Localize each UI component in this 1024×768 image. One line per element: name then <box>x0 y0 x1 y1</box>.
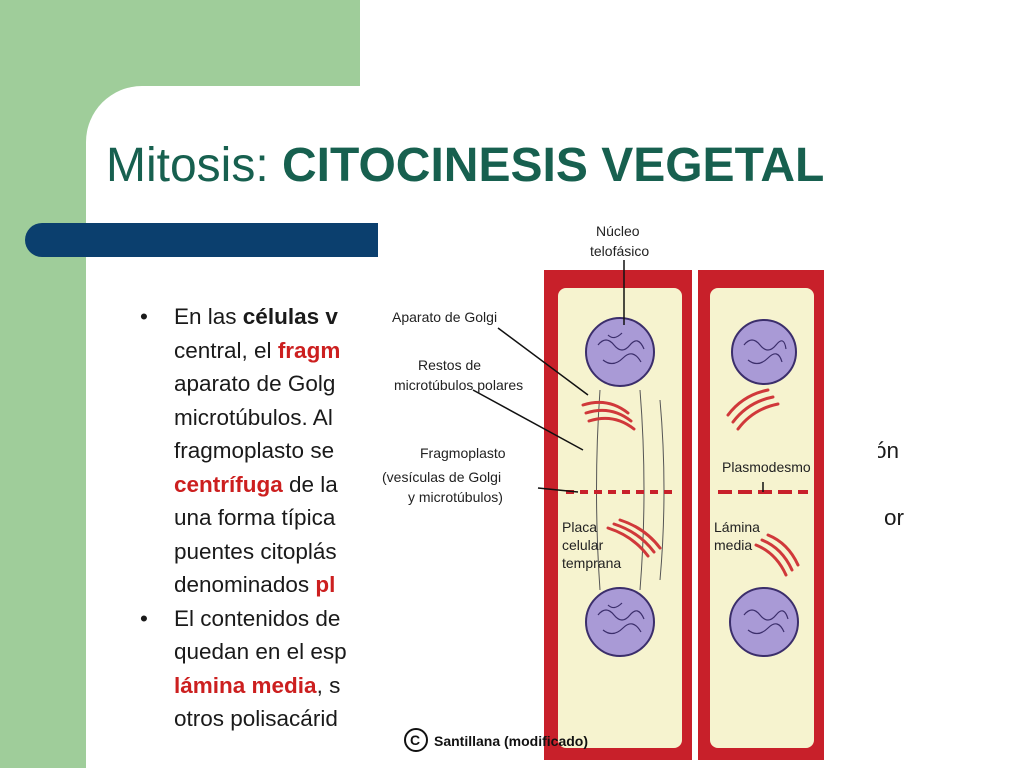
golgi-bottom-left <box>606 518 662 558</box>
bullet-line: una forma típica or <box>174 501 904 535</box>
label-telofasico: telofásico <box>590 243 649 259</box>
bullet-line: otros polisacárid <box>174 702 880 736</box>
text-run: denominados <box>174 572 316 597</box>
copyright-icon <box>404 728 428 752</box>
label-nucleo: Núcleo <box>596 223 640 239</box>
nucleus-bottom-right <box>729 587 799 657</box>
title-underline-bar <box>25 223 385 257</box>
label-restos-1: Restos de <box>418 357 481 373</box>
label-vesiculas-1: (vesículas de Golgi <box>382 469 501 485</box>
label-lamina-1: Lámina <box>714 519 760 535</box>
bullet-item-1: • En las células v central, el fragm apa… <box>140 300 904 602</box>
text-run: microtúbulos. Al <box>174 404 333 430</box>
text-run-bold: células v <box>242 304 338 329</box>
label-placa-3: temprana <box>562 555 621 571</box>
label-placa-1: Placa <box>562 519 597 535</box>
nucleus-top-left <box>585 317 655 387</box>
label-golgi: Aparato de Golgi <box>392 309 497 325</box>
text-run: otros polisacárid <box>174 706 338 731</box>
text-run-red: centrífuga <box>174 471 283 497</box>
background-green-strip <box>0 0 86 768</box>
bullet-line: puentes citoplás <box>174 535 880 569</box>
pointer-line <box>497 327 589 396</box>
nucleus-top-right <box>731 319 797 385</box>
text-run: , s <box>316 672 341 698</box>
bullet-line: El contenidos de <box>174 602 880 636</box>
bullet-line: En las células v <box>174 300 880 334</box>
golgi-top-left <box>581 400 636 431</box>
chromatin <box>743 609 789 635</box>
text-run-red: fragm <box>277 337 341 363</box>
bullet-line: microtúbulos. Al <box>174 401 880 435</box>
chromatin <box>743 339 787 365</box>
label-bg <box>388 307 518 327</box>
label-lamina-2: media <box>714 537 752 553</box>
bullet-dot: • <box>140 605 148 631</box>
label-vesiculas-2: y microtúbulos) <box>408 489 503 505</box>
chromatin <box>597 332 645 365</box>
text-run: una forma típica <box>174 505 336 530</box>
text-run: de la <box>282 471 338 497</box>
bullet-dot: • <box>140 304 148 329</box>
copyright-letter: C <box>410 732 420 748</box>
bullet-line: aparato de Golg <box>174 367 880 401</box>
golgi-top-right <box>726 388 780 431</box>
text-run: fragmoplasto se <box>174 438 335 463</box>
bullet-line: fragmoplasto se ón <box>174 434 899 468</box>
nucleus-bottom-left <box>585 587 655 657</box>
chromatin <box>597 602 645 635</box>
text-run-red: lámina media <box>174 672 317 698</box>
text-run: central, el <box>174 337 278 363</box>
bullet-line: central, el fragm <box>174 334 880 368</box>
pointer-line <box>472 389 584 451</box>
bullet-list: • En las células v central, el fragm apa… <box>140 300 904 736</box>
cytokinesis-diagram: Núcleo telofásico Aparato de Golgi Resto… <box>382 223 824 760</box>
text-run: quedan en el esp <box>174 639 347 664</box>
text-run-red: pl <box>315 572 336 597</box>
bullet-line: centrífuga de la <box>174 468 880 502</box>
text-run: En las <box>174 304 243 329</box>
figure-credit: Santillana (modificado) <box>434 733 588 749</box>
bullet-line: quedan en el esp <box>174 635 880 669</box>
label-placa-2: celular <box>562 537 604 553</box>
background-white-top <box>360 0 1024 90</box>
text-run: El contenidos de <box>174 605 341 631</box>
text-run: or <box>884 505 905 530</box>
pointer-line <box>537 487 579 493</box>
text-run: puentes citoplás <box>174 538 337 564</box>
cytokinesis-figure: Núcleo telofásico Aparato de Golgi Resto… <box>378 210 878 765</box>
title-prefix: Mitosis: <box>106 139 283 192</box>
bullet-line: denominados pl <box>174 568 880 602</box>
label-fragmoplasto: Fragmoplasto <box>420 445 506 461</box>
title-main: CITOCINESIS VEGETAL <box>282 139 825 192</box>
text-run: ón <box>874 438 900 463</box>
label-restos-2: microtúbulos polares <box>394 377 523 393</box>
slide-title: Mitosis: CITOCINESIS VEGETAL <box>106 138 824 193</box>
text-run: aparato de Golg <box>174 371 336 396</box>
golgi-bottom-right <box>754 533 800 577</box>
label-plasmodesmo: Plasmodesmo <box>722 459 811 475</box>
